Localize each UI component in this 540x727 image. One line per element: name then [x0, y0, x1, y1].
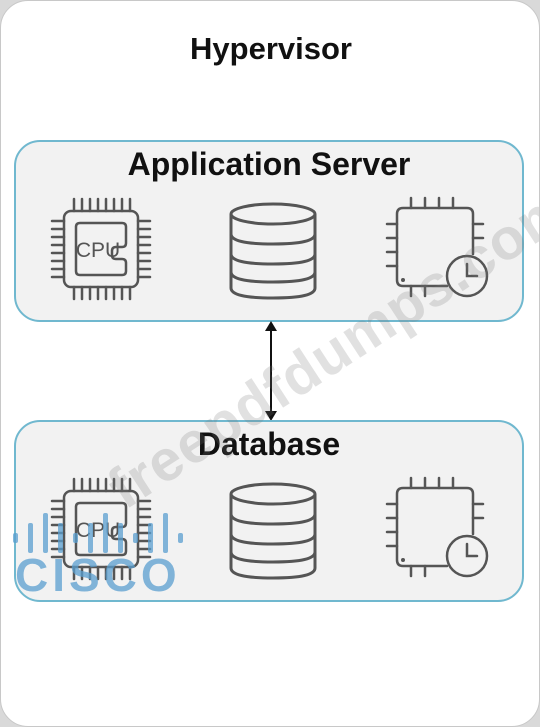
cisco-logo: CISCO — [13, 513, 183, 595]
cpu-label: CPU — [76, 519, 120, 542]
database-icon — [229, 202, 317, 300]
database-icon — [229, 482, 317, 580]
bidirectional-arrow — [265, 321, 277, 421]
diagram-title: Hypervisor — [190, 31, 352, 66]
svg-text:CISCO: CISCO — [15, 549, 181, 595]
cpu-icon: CPU — [50, 197, 152, 301]
cpu-icon: CPU — [50, 477, 152, 581]
application-server-box: Application Server CPU — [14, 140, 524, 322]
application-server-title: Application Server — [127, 146, 411, 182]
chip-clock-icon — [385, 476, 489, 578]
database-title: Database — [197, 426, 341, 462]
cpu-label: CPU — [76, 239, 120, 262]
database-box: Database CPU — [14, 420, 524, 602]
chip-clock-icon — [385, 196, 489, 298]
